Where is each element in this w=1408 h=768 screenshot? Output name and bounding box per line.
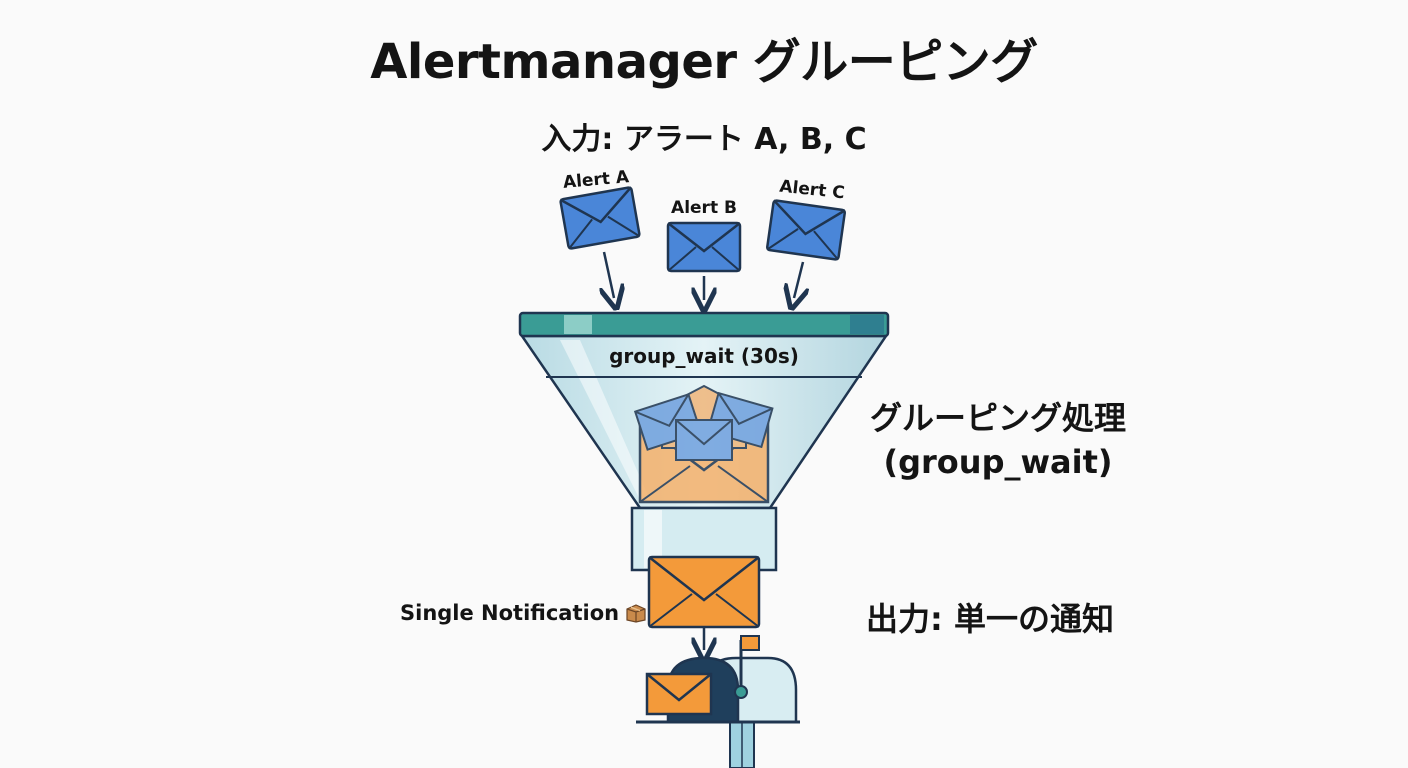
mailbox-icon xyxy=(636,635,800,768)
grouped-envelopes-icon xyxy=(633,384,774,504)
output-envelope-icon xyxy=(647,555,761,629)
process-label-line2: (group_wait) xyxy=(883,443,1113,481)
alert-c-envelope-icon xyxy=(766,199,846,261)
alert-b-label: Alert B xyxy=(671,198,737,218)
output-label: 出力: 単一の通知 xyxy=(866,600,1114,638)
group-wait-label: group_wait (30s) xyxy=(609,344,799,368)
alert-a-envelope-icon xyxy=(559,186,641,250)
arrow-a xyxy=(604,251,614,298)
process-label-line1: グルーピング処理 xyxy=(869,399,1126,437)
package-icon xyxy=(626,604,646,623)
single-notification-text: Single Notification xyxy=(400,601,620,625)
page-title: Alertmanager グルーピング xyxy=(370,34,1038,90)
single-notification-label: Single Notification xyxy=(400,601,647,625)
process-label: グルーピング処理 (group_wait) xyxy=(858,396,1138,484)
arrow-c xyxy=(794,261,803,298)
input-label: 入力: アラート A, B, C xyxy=(541,122,867,157)
alert-b-envelope-icon xyxy=(666,221,742,273)
